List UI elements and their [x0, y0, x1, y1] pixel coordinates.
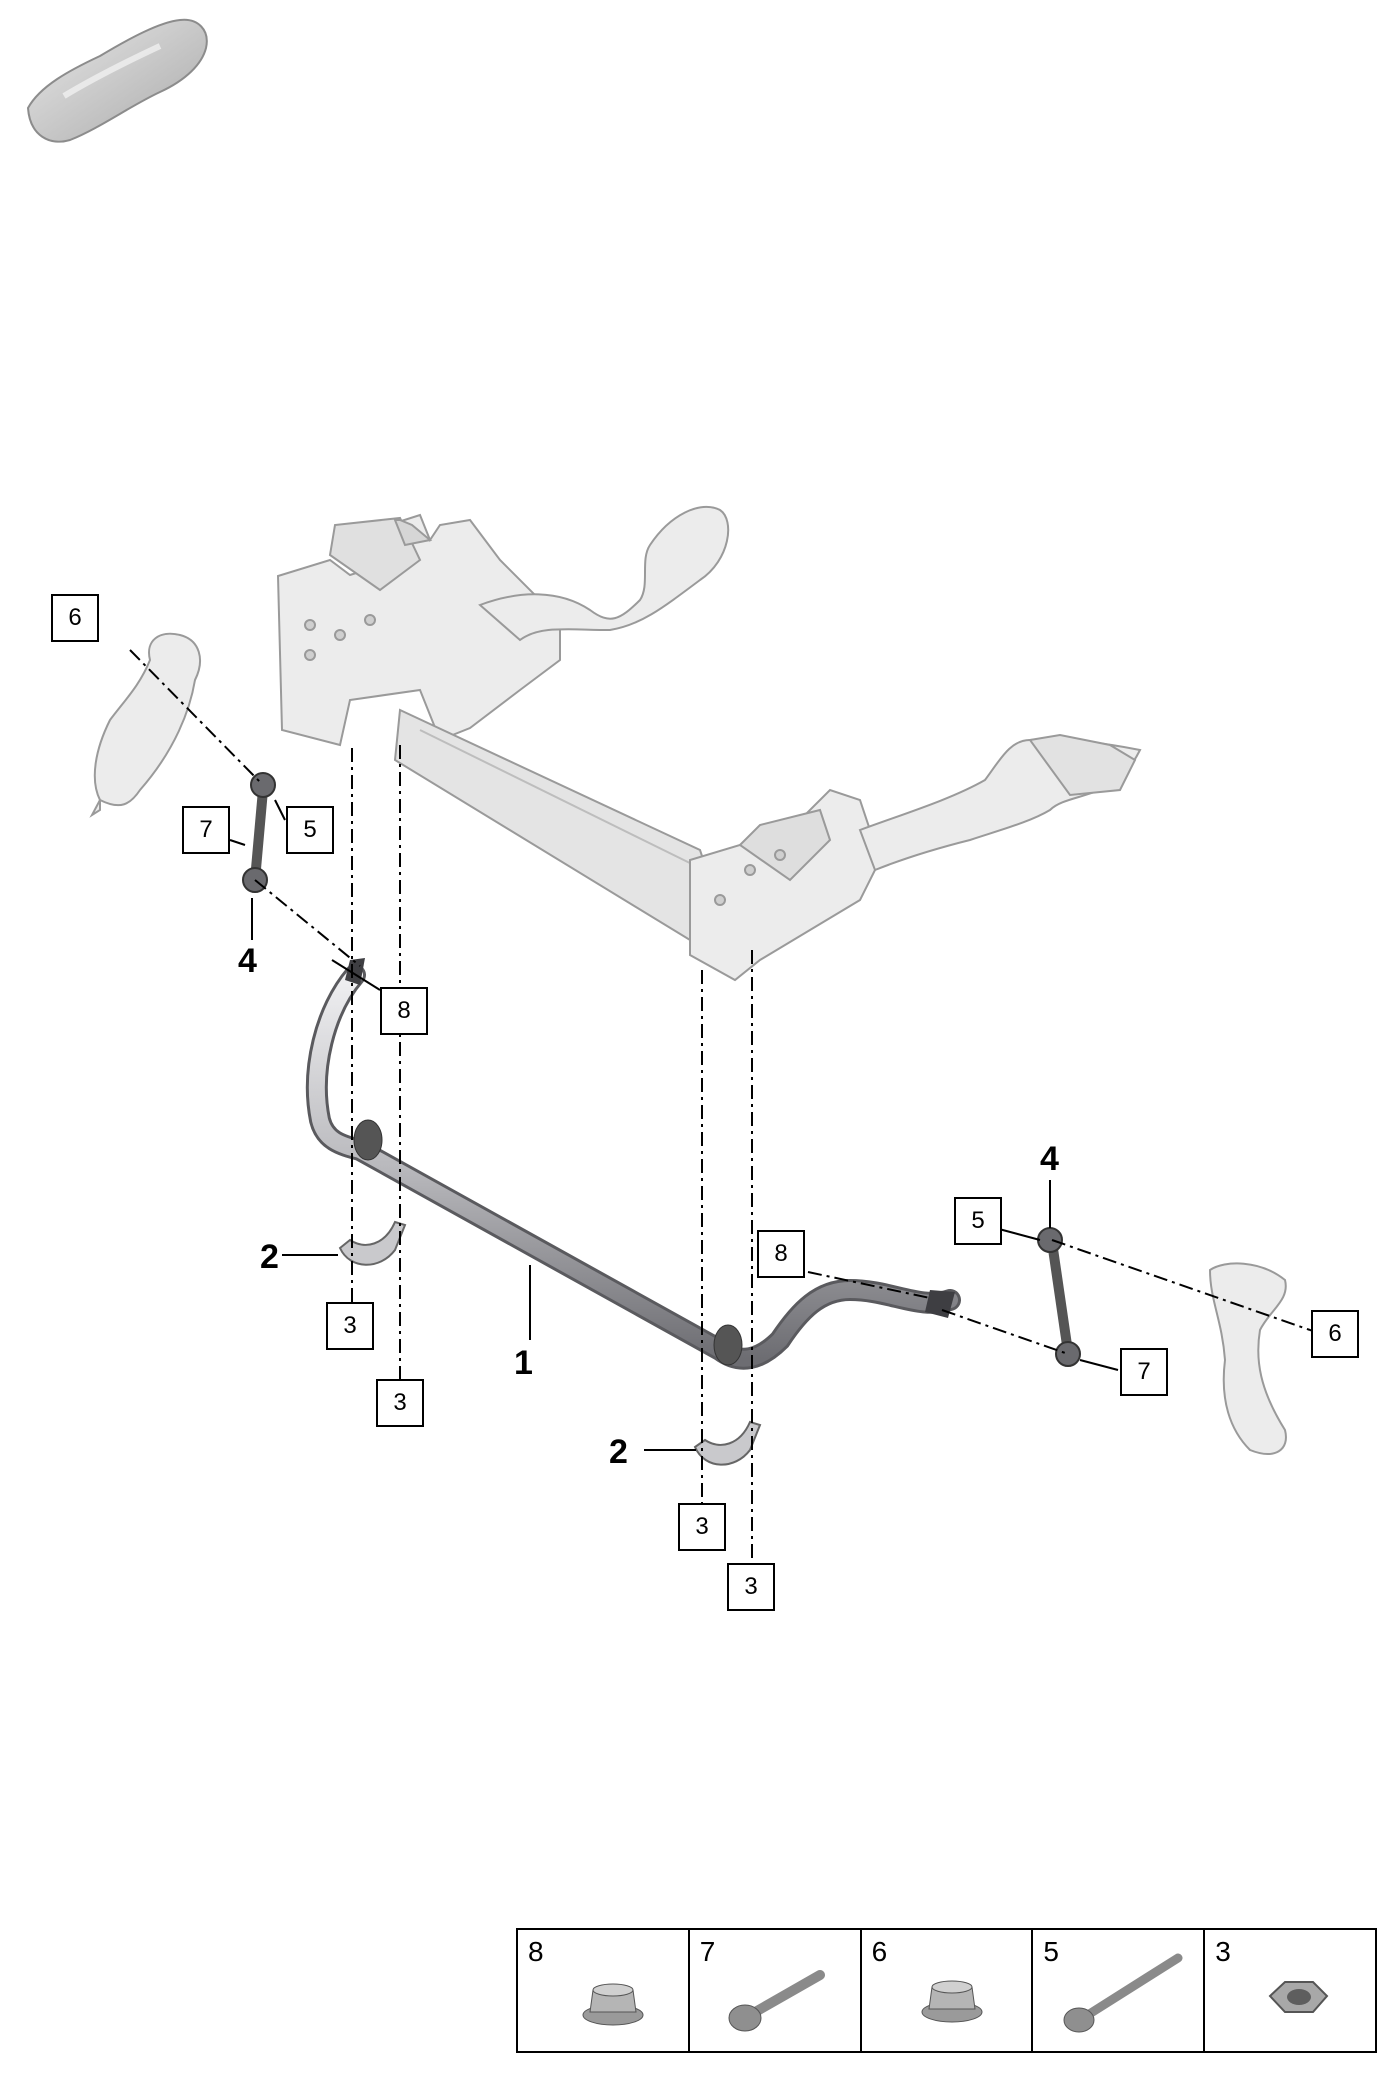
callout-3-right-a: 3	[678, 1503, 726, 1551]
left-wheel-carrier	[89, 632, 201, 818]
coupling-link-left	[242, 772, 276, 893]
long-bolt-icon	[1063, 1953, 1183, 2033]
legend-number: 5	[1043, 1936, 1059, 1967]
callout-3-right-b: 3	[727, 1563, 775, 1611]
callout-5-left: 5	[286, 806, 334, 854]
legend-cell-7: 7	[690, 1930, 862, 2051]
part-number-4-left: 4	[238, 942, 257, 980]
flange-nut-icon	[582, 1983, 644, 2026]
hex-nut-icon	[1268, 1981, 1329, 2013]
callout-8-right: 8	[757, 1230, 805, 1278]
legend-cell-5: 5	[1033, 1930, 1206, 2051]
callout-6-left: 6	[51, 594, 99, 642]
bolt-icon	[728, 1970, 825, 2032]
callout-7-right: 7	[1120, 1348, 1168, 1396]
callout-3-left-b: 3	[376, 1379, 424, 1427]
coupling-link-right	[1037, 1227, 1081, 1367]
part-number-2-right: 2	[609, 1433, 628, 1471]
legend-cell-3: 3	[1205, 1930, 1375, 2051]
bushing-clamp-left	[338, 1220, 407, 1266]
leader-lines	[129, 649, 1311, 1595]
legend-cell-8: 8	[518, 1930, 690, 2051]
fastener-legend: 8 7 6 5	[516, 1928, 1377, 2053]
callout-3-left-a: 3	[326, 1302, 374, 1350]
legend-number: 7	[699, 1936, 716, 1967]
car-thumbnail-icon	[26, 18, 208, 143]
part-number-4-right: 4	[1040, 1140, 1059, 1178]
legend-number: 3	[1215, 1936, 1231, 1967]
legend-number: 6	[871, 1936, 888, 1967]
legend-cell-6: 6	[862, 1930, 1034, 2051]
flange-nut-icon	[921, 1980, 983, 2023]
part-number-1: 1	[514, 1344, 533, 1382]
legend-number: 8	[528, 1936, 544, 1967]
bushing-clamp-right	[693, 1420, 762, 1466]
callout-5-right: 5	[954, 1197, 1002, 1245]
callout-8-left: 8	[380, 987, 428, 1035]
front-subframe	[276, 505, 1142, 982]
right-wheel-carrier	[1208, 1262, 1287, 1455]
callout-7-left: 7	[182, 806, 230, 854]
part-number-2-left: 2	[260, 1238, 279, 1276]
callout-6-right: 6	[1311, 1310, 1359, 1358]
